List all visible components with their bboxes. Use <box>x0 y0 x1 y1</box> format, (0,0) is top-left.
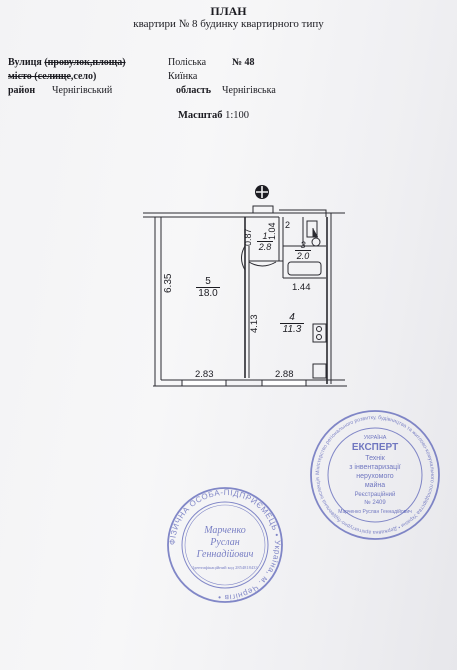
stamp-fop: ФІЗИЧНА ОСОБА-ПІДПРИЄМЕЦЬ • Україна, м. … <box>167 487 283 603</box>
page-title: ПЛАН <box>210 4 247 18</box>
dim-0-87: 0.87 <box>243 228 253 246</box>
region-label: область <box>176 85 211 96</box>
stamp-expert: Міністерство регіонального розвитку, буд… <box>308 408 440 540</box>
svg-text:Міністерство регіонального роз: Міністерство регіонального розвитку, буд… <box>308 408 435 535</box>
svg-text:Марченко: Марченко <box>203 525 246 536</box>
room-2: 2 <box>285 220 291 230</box>
svg-text:нерухомого: нерухомого <box>356 473 393 480</box>
dim-6-35: 6.35 <box>163 273 174 293</box>
district-label: район <box>8 85 36 96</box>
dim-1-44: 1.44 <box>292 282 311 293</box>
svg-text:Реєстраційний: Реєстраційний <box>355 491 396 498</box>
svg-text:Технік: Технік <box>365 454 386 462</box>
svg-text:майна: майна <box>365 481 385 489</box>
region-value: Чернігівська <box>222 85 276 96</box>
page-subtitle: квартири № 8 будинку квартирного типу <box>133 18 324 30</box>
svg-text:Марченко Руслан Геннадійович: Марченко Руслан Геннадійович <box>338 508 412 515</box>
street-value: Поліська <box>168 57 207 68</box>
dim-4-13: 4.13 <box>249 314 260 334</box>
svg-text:з інвентаризації: з інвентаризації <box>349 463 400 471</box>
svg-text:УКРАЇНА: УКРАЇНА <box>364 434 387 441</box>
svg-text:Ідентифікаційний код 285481843: Ідентифікаційний код 2854818433 <box>192 565 258 570</box>
svg-text:№ 2409: № 2409 <box>364 499 386 506</box>
dim-2-83: 2.83 <box>195 369 214 380</box>
street-label: Вулиця (провулок,площа) <box>8 57 126 68</box>
place-label: місто (селище,село) <box>8 71 97 82</box>
place-value: Киїнка <box>168 71 198 82</box>
svg-text:Руслан: Руслан <box>209 537 239 548</box>
dim-1-04: 1.04 <box>267 222 277 240</box>
house-number: № 48 <box>232 57 255 68</box>
entrance-marker <box>255 185 269 199</box>
svg-text:Геннадійович: Геннадійович <box>196 549 254 560</box>
scale: Масштаб 1:100 <box>178 110 250 121</box>
district-value: Чернігівський <box>52 85 113 96</box>
dim-2-88: 2.88 <box>275 369 294 380</box>
svg-text:ЕКСПЕРТ: ЕКСПЕРТ <box>352 442 398 453</box>
